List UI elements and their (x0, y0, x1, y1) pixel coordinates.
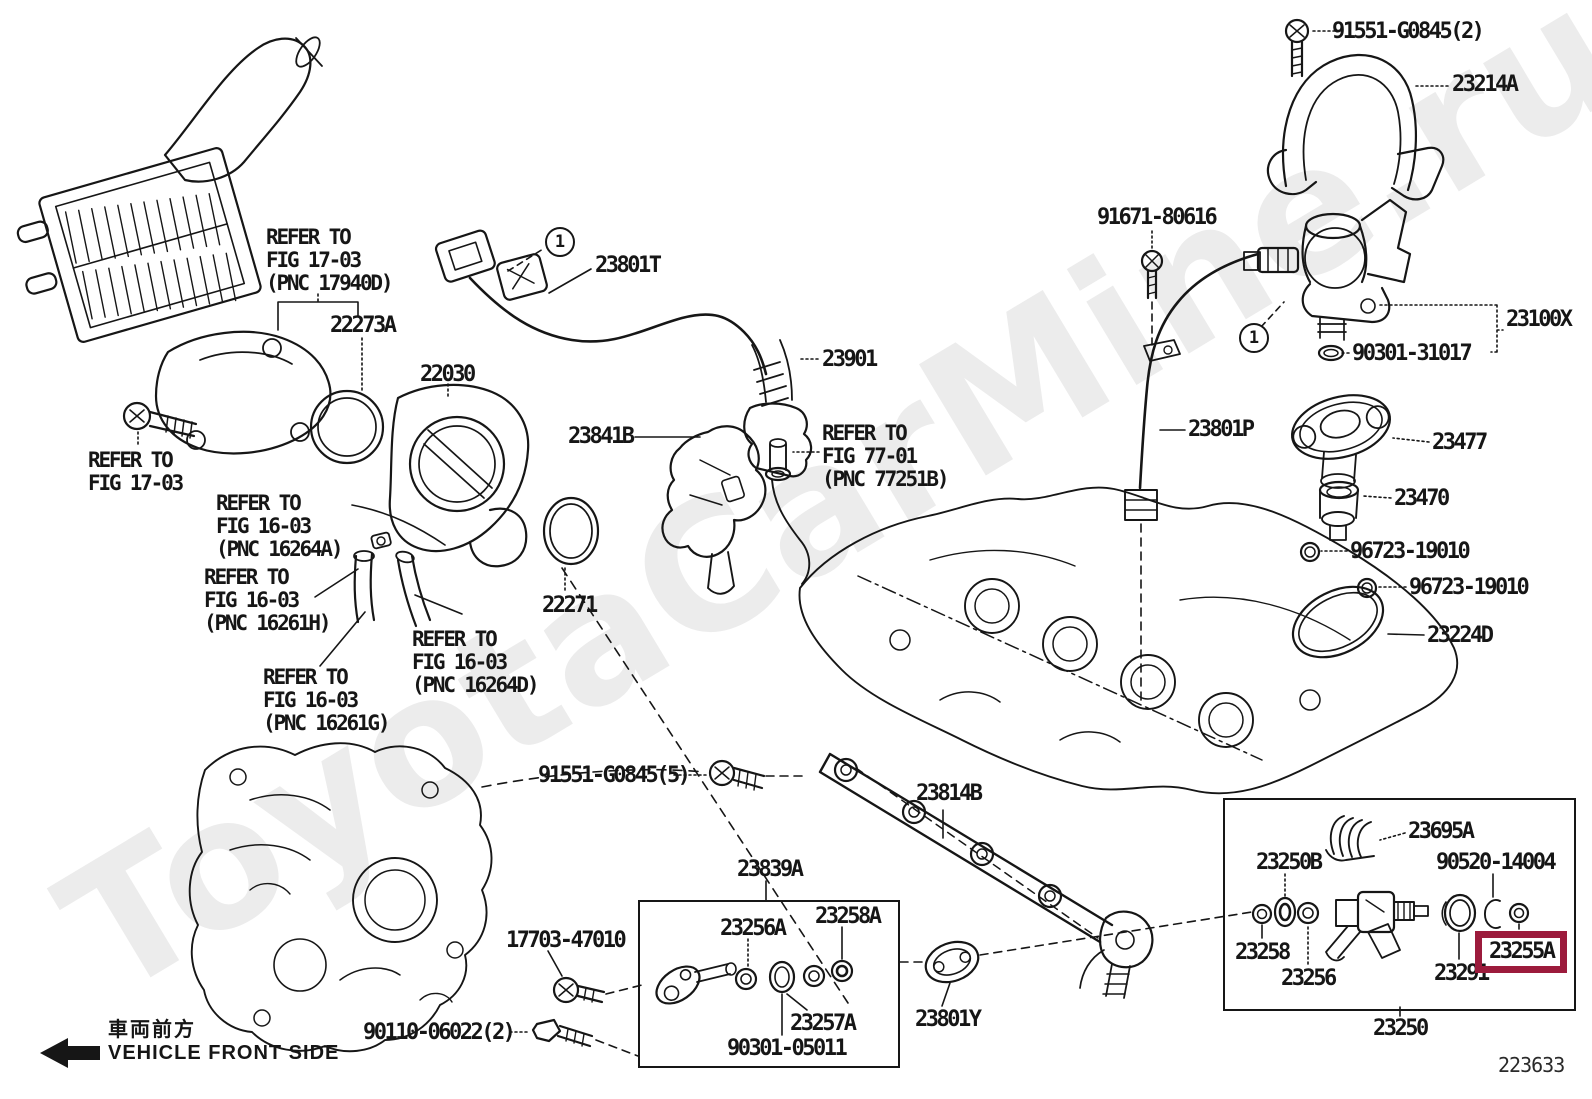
part-label-23256: 23256 (1281, 966, 1337, 991)
part-label-96723-19010-upper: 96723-19010 (1350, 539, 1471, 564)
part-label-23100x: 23100X (1506, 307, 1573, 332)
part-label-23839a: 23839A (737, 857, 804, 882)
vehicle-front-arrow-icon (40, 1038, 100, 1068)
engine-block-art (188, 742, 493, 1053)
intercooler-art (16, 36, 323, 343)
fuel-pipe-23801t-art (434, 229, 813, 585)
part-label-23258a: 23258A (815, 904, 882, 929)
bracket-23841b-art (661, 425, 767, 595)
part-label-23801t: 23801T (595, 253, 662, 278)
part-label-23214a: 23214A (1452, 72, 1519, 97)
injector-assy-contents-art (1251, 815, 1530, 962)
part-label-96723-19010-lower: 96723-19010 (1409, 575, 1530, 600)
throttle-body-art (353, 383, 530, 628)
pump-cluster-art (1124, 18, 1445, 701)
part-label-23801p: 23801P (1188, 417, 1255, 442)
part-label-90110-06022-2: 90110-06022(2) (363, 1020, 516, 1045)
gasket-22271-art (542, 496, 600, 566)
part-label-23250b: 23250B (1256, 850, 1323, 875)
part-label-17703-47010: 17703-47010 (506, 928, 627, 953)
part-label-22271: 22271 (542, 593, 598, 618)
part-label-91551-g0845-2: 91551-G0845(2) (1332, 19, 1485, 44)
part-label-23256a: 23256A (720, 916, 787, 941)
part-label-23257a: 23257A (790, 1011, 857, 1036)
part-label-90301-05011: 90301-05011 (727, 1036, 848, 1061)
part-label-23250: 23250 (1373, 1016, 1429, 1041)
part-label-90520-14004: 90520-14004 (1436, 850, 1557, 875)
seal-kit-contents-art (655, 959, 854, 1005)
cylinder-head-cover-art (798, 486, 1459, 795)
gasket-22273a-art (309, 389, 385, 465)
leader-lines (137, 30, 1520, 1057)
part-label-23255a: 23255A (1475, 931, 1568, 973)
figure-code: 223633 (1498, 1053, 1565, 1077)
part-label-23258: 23258 (1235, 940, 1291, 965)
part-label-23695a: 23695A (1408, 819, 1475, 844)
part-label-23814b: 23814B (916, 781, 983, 806)
part-label-23801y: 23801Y (915, 1007, 982, 1032)
part-label-23901: 23901 (822, 347, 878, 372)
part-label-91671-80616: 91671-80616 (1097, 205, 1218, 230)
part-label-23470: 23470 (1394, 486, 1450, 511)
part-label-90301-31017: 90301-31017 (1352, 341, 1473, 366)
part-label-23841b: 23841B (568, 424, 635, 449)
callout-marker-1-1: 1 (545, 227, 575, 257)
right-small-parts-art (1290, 394, 1392, 659)
part-label-23477: 23477 (1432, 430, 1488, 455)
part-label-22273a: 22273A (330, 313, 397, 338)
callout-marker-1-2: 1 (1239, 323, 1269, 353)
fuel-rail-art (531, 752, 1154, 1048)
injector-seal-kit-box (638, 900, 900, 1068)
part-label-23224d: 23224D (1427, 623, 1494, 648)
part-label-22030: 22030 (420, 362, 476, 387)
fuel-injector-assy-box (1223, 798, 1576, 1011)
intake-manifold-art (122, 330, 332, 455)
part-label-91551-g0845-5: 91551-G0845(5) (538, 763, 691, 788)
